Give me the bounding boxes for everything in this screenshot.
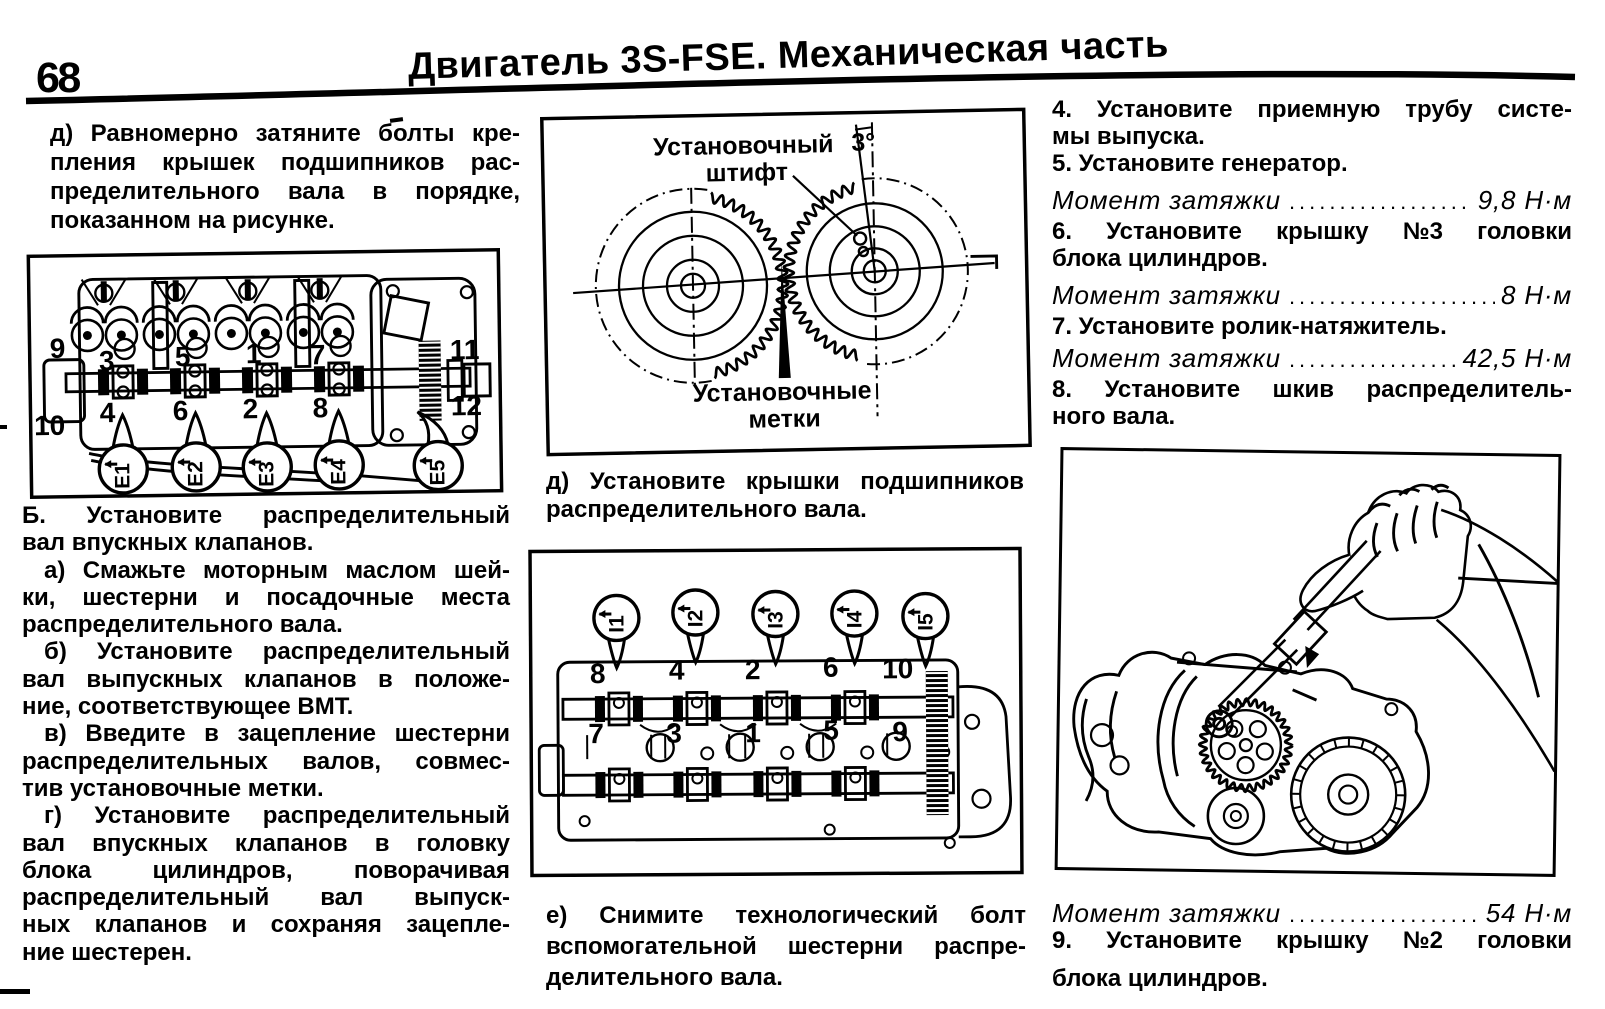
svg-text:E3: E3 <box>255 461 278 487</box>
svg-text:5: 5 <box>175 341 191 372</box>
svg-text:8: 8 <box>590 658 606 689</box>
svg-text:3°: 3° <box>851 128 875 156</box>
svg-text:8: 8 <box>312 392 328 423</box>
svg-text:I3: I3 <box>764 611 787 629</box>
svg-text:6: 6 <box>172 395 188 426</box>
svg-text:9: 9 <box>892 716 908 747</box>
svg-text:3: 3 <box>666 718 682 749</box>
svg-text:1: 1 <box>246 338 262 369</box>
svg-text:4: 4 <box>99 397 115 428</box>
svg-text:6: 6 <box>823 652 839 683</box>
svg-text:7: 7 <box>588 718 604 749</box>
svg-text:2: 2 <box>745 654 761 685</box>
svg-text:7: 7 <box>310 339 326 370</box>
svg-text:E2: E2 <box>184 461 207 487</box>
svg-text:I5: I5 <box>914 613 937 631</box>
svg-text:10: 10 <box>34 410 66 441</box>
svg-text:12: 12 <box>451 390 483 421</box>
svg-text:1: 1 <box>745 717 761 748</box>
svg-text:Установочные: Установочные <box>692 376 872 407</box>
svg-text:3: 3 <box>99 345 115 376</box>
svg-text:I1: I1 <box>605 615 628 633</box>
svg-text:штифт: штифт <box>705 158 788 188</box>
svg-text:E5: E5 <box>426 459 449 485</box>
svg-text:E1: E1 <box>111 463 134 489</box>
svg-text:Установочный: Установочный <box>653 130 834 161</box>
svg-text:11: 11 <box>450 334 480 365</box>
svg-text:E4: E4 <box>327 459 350 485</box>
svg-text:4: 4 <box>669 655 685 686</box>
svg-text:5: 5 <box>823 715 839 746</box>
svg-text:метки: метки <box>748 404 821 433</box>
svg-text:9: 9 <box>50 333 66 364</box>
svg-text:10: 10 <box>882 653 913 684</box>
svg-text:I4: I4 <box>843 610 866 628</box>
svg-text:I2: I2 <box>684 610 707 628</box>
svg-text:2: 2 <box>242 393 258 424</box>
